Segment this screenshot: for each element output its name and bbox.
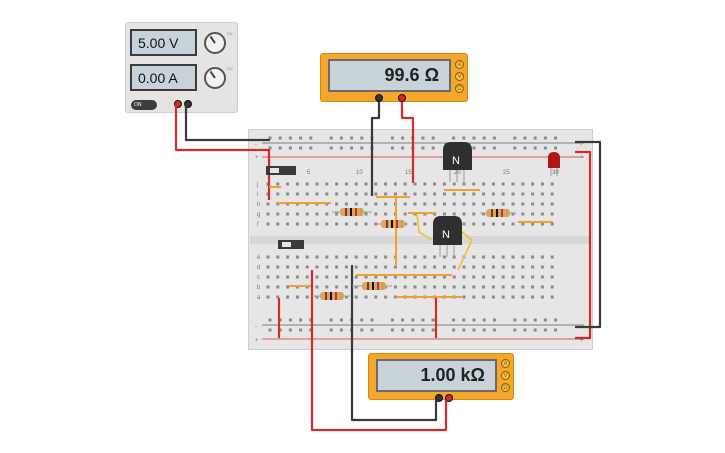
multimeter[interactable]: 1.00 kΩ A V Ω [368,353,514,402]
ohmmeter-display: 99.6 Ω [328,59,451,92]
cc-label: CC [227,66,233,71]
current-knob[interactable] [204,67,226,89]
multimeter-com-terminal[interactable] [435,394,443,402]
ohmmeter-com-terminal[interactable] [375,94,383,102]
current-display: 0.00 A [130,64,197,91]
ohmmeter-amp-button[interactable]: A [455,60,464,69]
voltage-knob[interactable] [204,32,226,54]
ohmmeter[interactable]: 99.6 Ω A V Ω [320,53,468,102]
voltage-display: 5.00 V [130,29,197,56]
power-switch-label: ON [134,102,142,108]
power-supply[interactable]: 5.00 V 0.00 A CV CC ON [125,22,238,113]
multimeter-display: 1.00 kΩ [376,359,497,392]
multimeter-v-terminal[interactable] [445,394,453,402]
breadboard[interactable] [248,129,593,350]
multimeter-ohm-button[interactable]: Ω [501,383,510,392]
multimeter-volt-button[interactable]: V [501,371,510,380]
power-switch[interactable]: ON [131,100,157,110]
ohmmeter-volt-button[interactable]: V [455,72,464,81]
psu-positive-terminal[interactable] [174,100,182,108]
ohmmeter-v-terminal[interactable] [398,94,406,102]
ohmmeter-ohm-button[interactable]: Ω [455,84,464,93]
multimeter-amp-button[interactable]: A [501,359,510,368]
psu-negative-terminal[interactable] [184,100,192,108]
cv-label: CV [227,31,233,36]
